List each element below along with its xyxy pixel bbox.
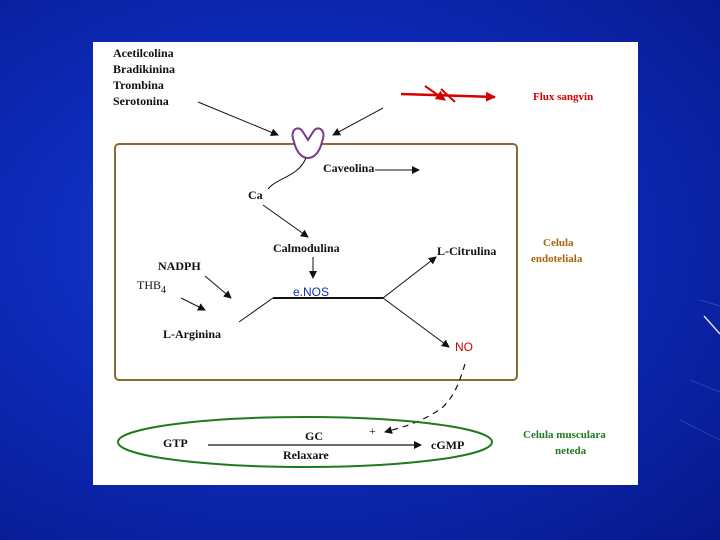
calmodulina-label: Calmodulina xyxy=(273,241,340,255)
blood-flow-arrows xyxy=(400,85,496,103)
agonist-bradikinina: Bradikinina xyxy=(113,62,175,76)
endothelial-cell-label-line1: Celula xyxy=(543,237,574,249)
ca-label: Ca xyxy=(248,188,263,202)
citrulina-label: L-Citrulina xyxy=(437,244,496,258)
receptor-icon xyxy=(291,127,325,160)
enos-to-citrulina-arrow xyxy=(382,256,437,299)
endothelial-cell-label-line2: endoteliala xyxy=(531,253,583,265)
no-pathway-diagram: Acetilcolina Bradikinina Trombina Seroto… xyxy=(113,46,606,468)
agonist-serotonina: Serotonina xyxy=(113,94,169,108)
receptor-to-ca-line xyxy=(267,157,307,190)
no-diffusion-arrow xyxy=(384,363,466,434)
gc-label: GC xyxy=(305,429,323,443)
caveolina-label: Caveolina xyxy=(323,161,374,175)
enos-label: e.NOS xyxy=(293,285,329,299)
thb-label: THB4 xyxy=(137,278,166,296)
thb-arrow xyxy=(180,297,206,311)
cgmp-label: cGMP xyxy=(431,438,464,452)
no-label: NO xyxy=(455,340,473,354)
plus-sign: + xyxy=(369,424,376,438)
nadph-arrow xyxy=(204,275,232,299)
agonist-arrow xyxy=(197,101,279,137)
agonist-list: Acetilcolina Bradikinina Trombina Seroto… xyxy=(113,46,175,108)
relaxare-label: Relaxare xyxy=(283,448,329,462)
flow-to-receptor-arrow xyxy=(332,107,384,136)
agonist-trombina: Trombina xyxy=(113,78,164,92)
enos-to-arginina-line xyxy=(238,297,274,323)
smooth-muscle-cell-membrane xyxy=(117,416,493,468)
smooth-muscle-label-line2: neteda xyxy=(555,445,587,457)
nadph-label: NADPH xyxy=(158,259,201,273)
ca-to-calmodulina-arrow xyxy=(262,204,309,238)
arginina-label: L-Arginina xyxy=(163,327,221,341)
enos-to-no-arrow xyxy=(382,297,450,348)
gtp-label: GTP xyxy=(163,436,188,450)
agonist-acetilcolina: Acetilcolina xyxy=(113,46,174,60)
smooth-muscle-label-line1: Celula musculara xyxy=(523,429,606,441)
diagram-panel: Acetilcolina Bradikinina Trombina Seroto… xyxy=(93,42,638,485)
blood-flow-label: Flux sangvin xyxy=(533,91,593,103)
